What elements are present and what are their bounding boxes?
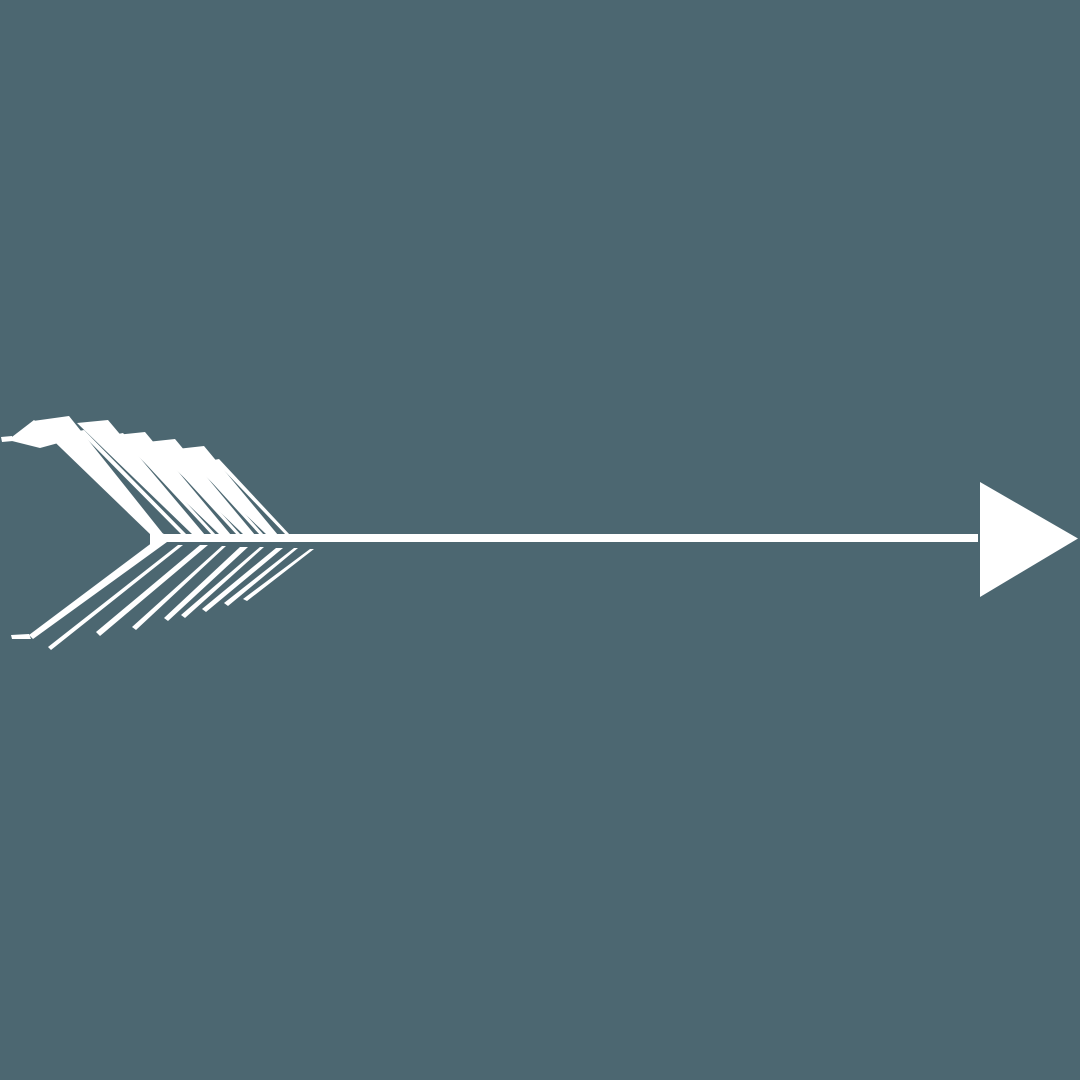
arrow-graphic — [1, 416, 1078, 650]
nock-speck — [1, 436, 13, 442]
arrowhead — [980, 482, 1078, 597]
fletching-bottom-hook — [11, 634, 31, 639]
fletching-top-barb — [33, 416, 164, 535]
fletching-bottom-barb — [29, 542, 167, 639]
fletching-top-thin-line — [214, 459, 290, 535]
fletching-bottom-barb — [181, 547, 264, 618]
nock-spike — [8, 420, 62, 448]
fletching-bottom-barb — [164, 547, 248, 621]
fletching-top-barb — [77, 420, 205, 535]
fletching-bottom-barb — [48, 545, 183, 650]
fletching-bottom-barb — [96, 545, 208, 636]
fletching-top-thin-line — [79, 430, 187, 535]
fletching-top-thin-line — [118, 433, 216, 535]
fletching-bottom-barb — [243, 549, 314, 601]
fletching-bottom-barb — [132, 546, 226, 630]
fletching-top-thin-line — [155, 445, 241, 535]
fletching-bottom-barb — [224, 548, 298, 606]
fletching-top-thin-line — [185, 452, 264, 535]
fletching-bottom-barb — [202, 548, 283, 612]
arrow-shaft — [150, 534, 978, 542]
